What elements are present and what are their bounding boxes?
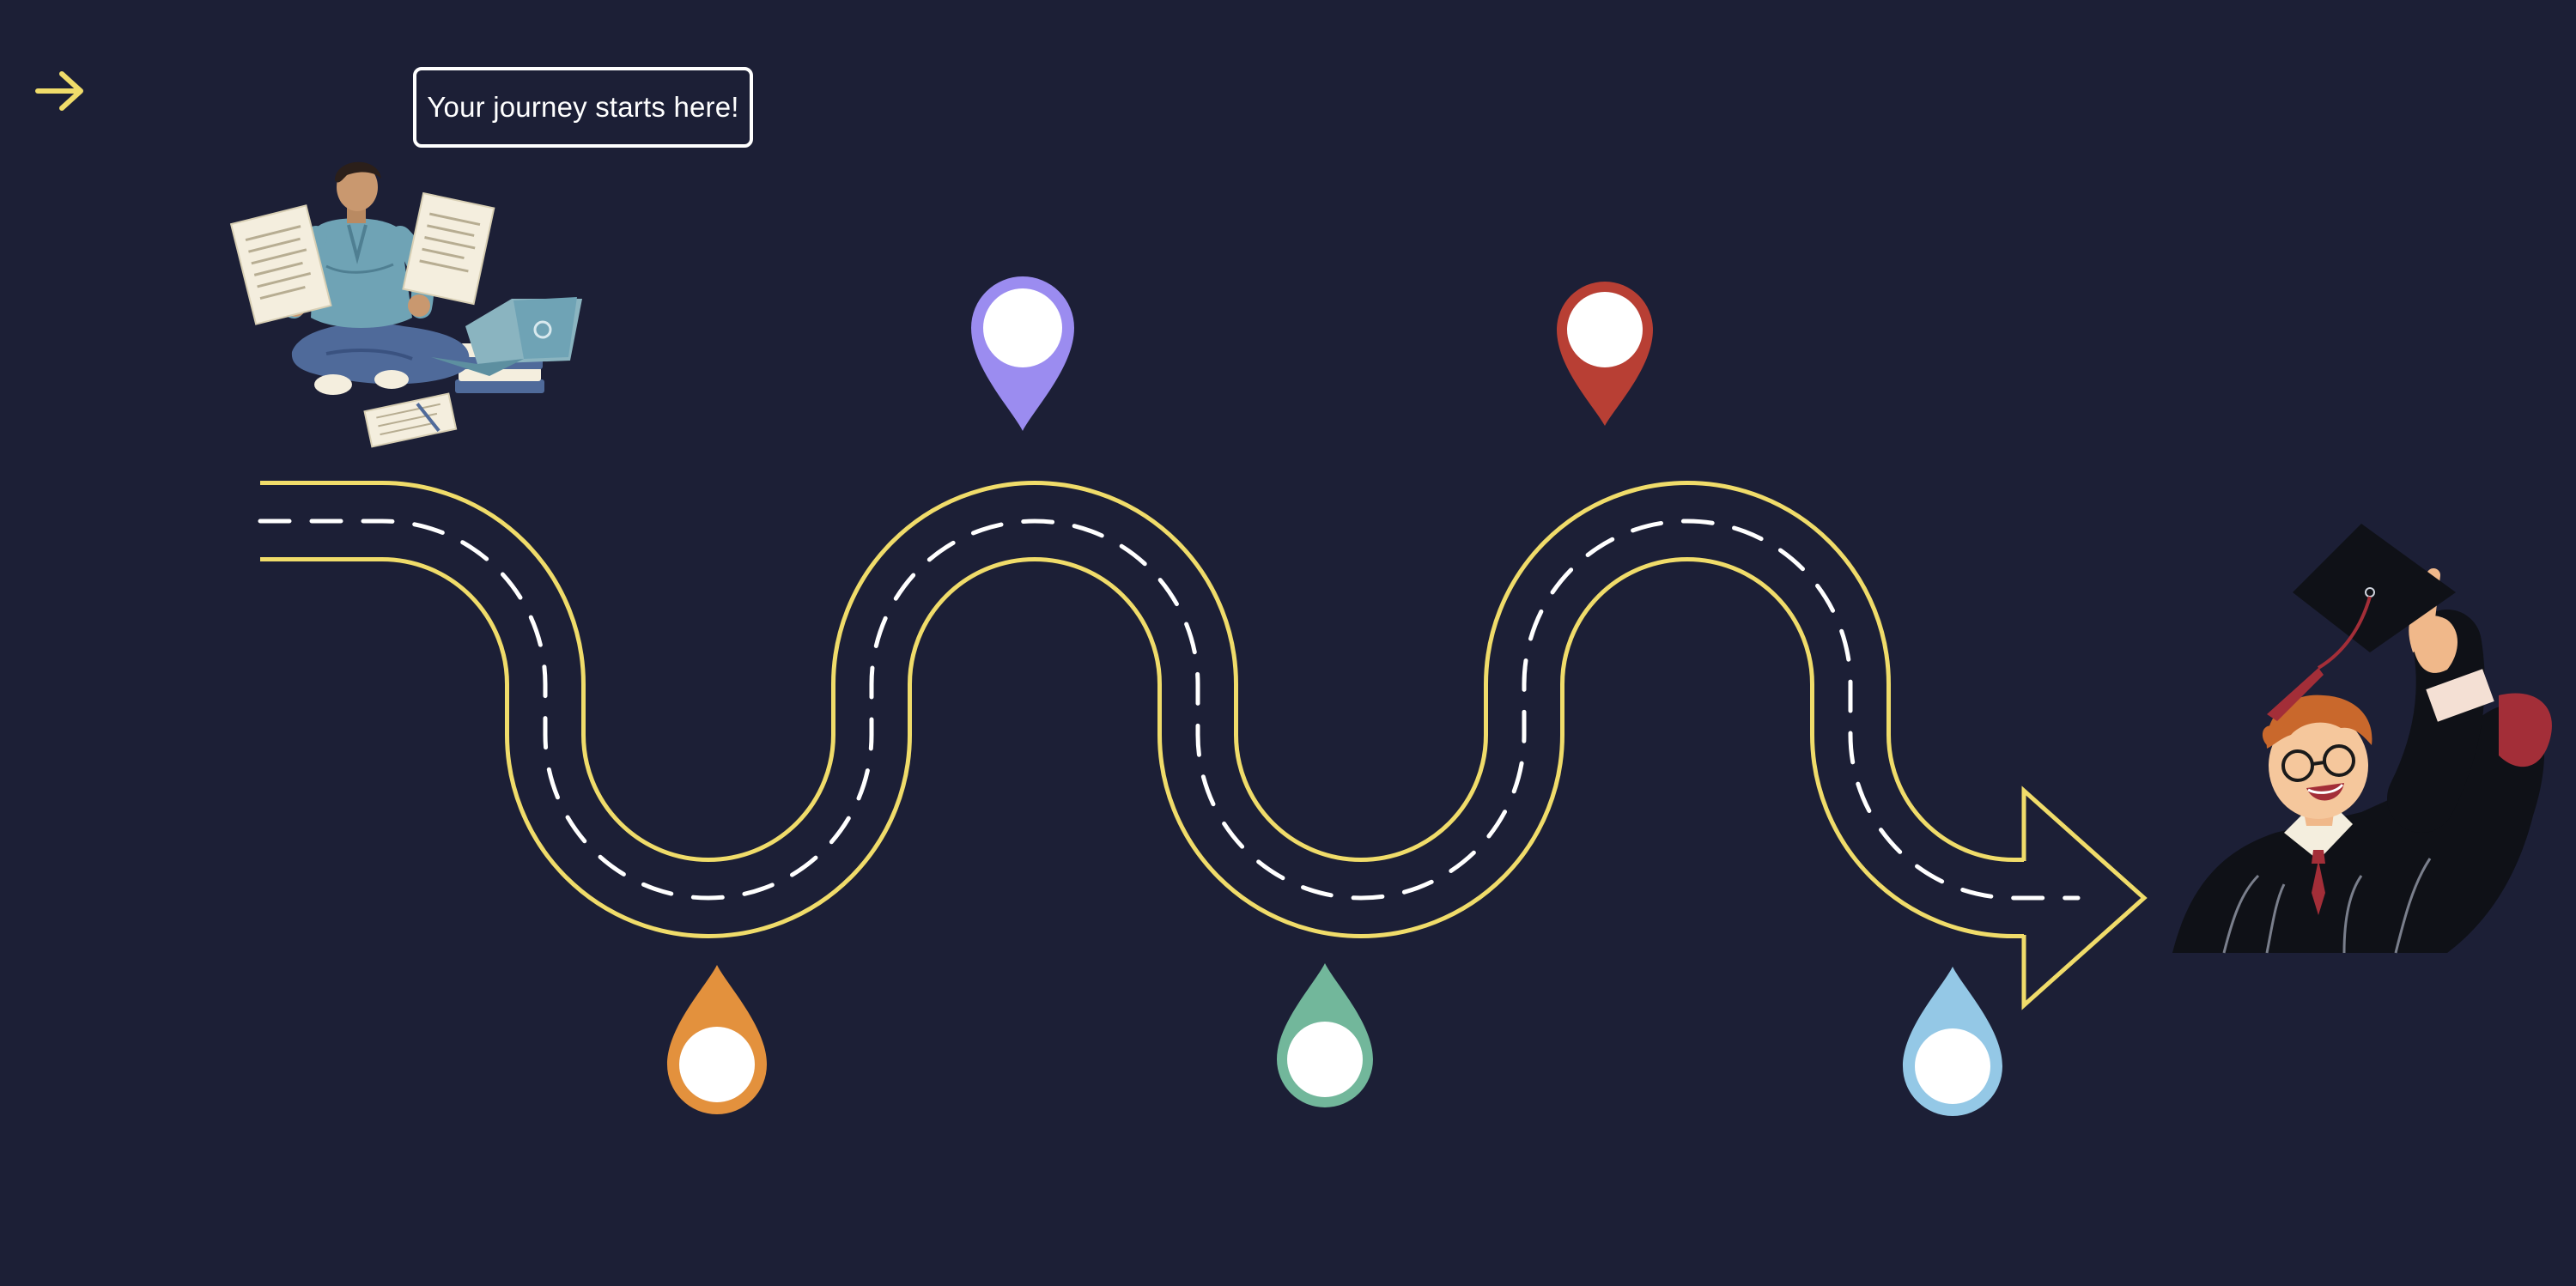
journey-callout: Your journey starts here!: [413, 67, 753, 148]
winding-road: [258, 481, 2148, 1010]
road-edge: [260, 481, 2054, 938]
road-surface: [260, 485, 2054, 934]
graduate-illustration: [2172, 524, 2552, 954]
milestone-pin-5[interactable]: [1903, 967, 2002, 1116]
milestone-pin-1[interactable]: [667, 965, 767, 1114]
arrow-right-icon[interactable]: [33, 65, 88, 117]
callout-text: Your journey starts here!: [427, 91, 739, 123]
student-studying-illustration: [229, 161, 582, 448]
road-arrowhead: [2021, 786, 2148, 1010]
road-lane-dashes: [258, 519, 2081, 901]
road-arrowhead-fill: [2024, 791, 2144, 1005]
milestone-pin-3[interactable]: [1277, 963, 1373, 1107]
milestone-pin-2[interactable]: [971, 276, 1074, 431]
milestone-pin-4[interactable]: [1557, 282, 1653, 426]
